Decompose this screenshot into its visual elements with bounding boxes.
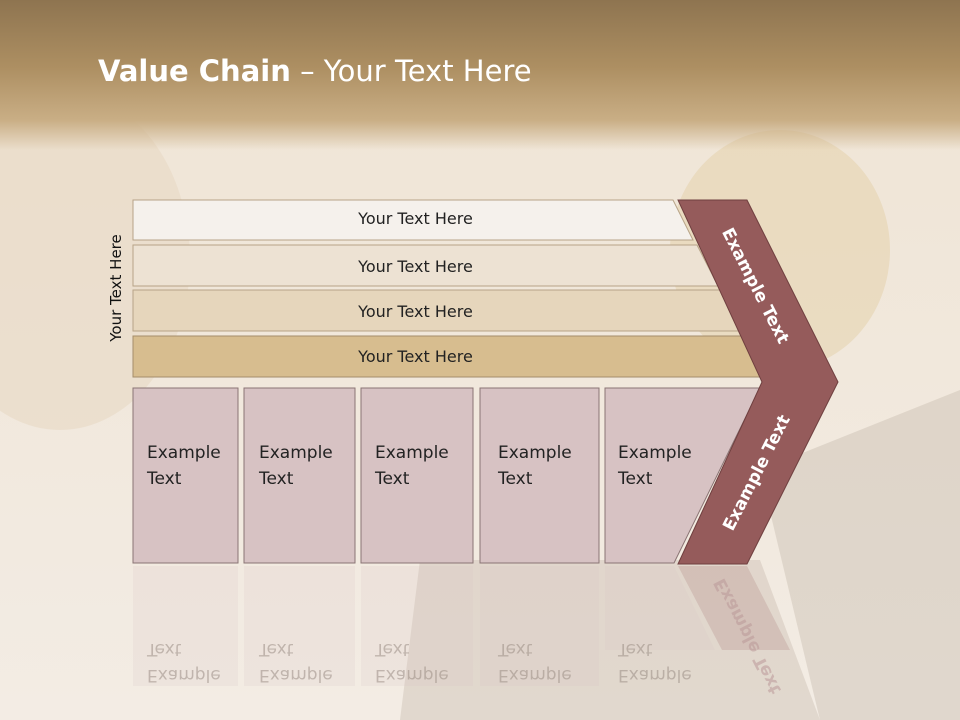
box-2 [243,387,356,564]
box-4 [479,387,600,564]
title-bold: Value Chain [98,54,291,88]
band-1-label: Your Text Here [358,209,473,228]
box-5 [604,387,761,564]
reflection [133,566,790,686]
band-3-label: Your Text Here [358,302,473,321]
box-1 [132,387,239,564]
band-4-label: Your Text Here [358,347,473,366]
chevron-arrow [677,199,839,565]
slide-title: Value Chain – Your Text Here [98,54,532,88]
band-2-label: Your Text Here [358,257,473,276]
title-band [0,0,960,150]
box-3 [360,387,474,564]
band-1 [132,199,694,241]
title-rest: – Your Text Here [290,54,532,88]
